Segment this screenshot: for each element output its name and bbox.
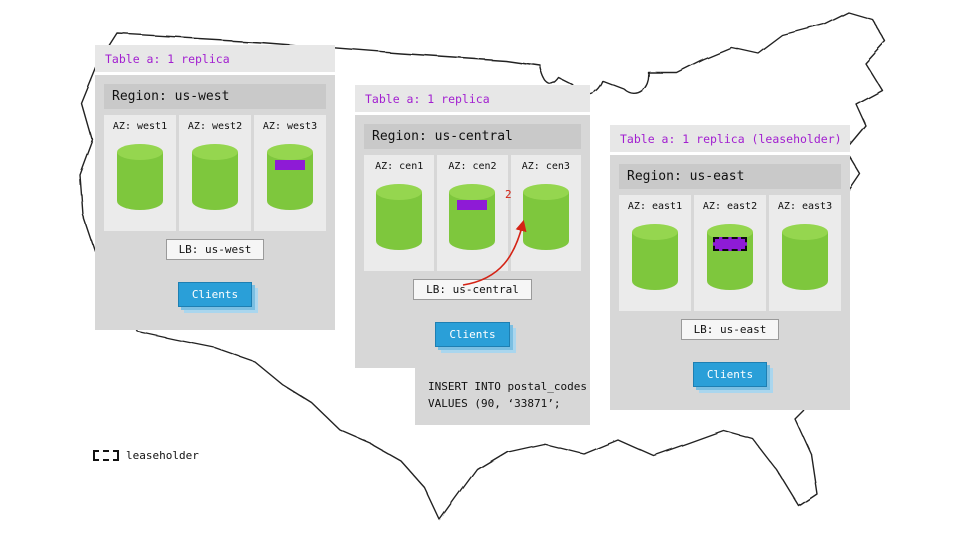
database-cylinder	[192, 144, 238, 210]
az-label: AZ: east3	[777, 201, 833, 212]
database-cylinder	[782, 224, 828, 290]
leaseholder-swatch-icon	[93, 450, 119, 461]
database-cylinder	[117, 144, 163, 210]
table-replica-header: Table a: 1 replica (leaseholder)	[610, 125, 850, 155]
az-box-east3: AZ: east3	[769, 195, 841, 311]
cylinder-body	[117, 152, 163, 210]
region-panel-us-central: Table a: 1 replica Region: us-central AZ…	[355, 85, 590, 368]
az-row: AZ: west1 AZ: west2 AZ: west3	[104, 115, 326, 231]
az-label: AZ: east2	[702, 201, 758, 212]
database-cylinder	[707, 224, 753, 290]
clients-button[interactable]: Clients	[692, 362, 768, 387]
cylinder-top	[117, 144, 163, 160]
replica-badge	[457, 200, 488, 210]
az-row: AZ: cen1 AZ: cen2 AZ: cen3	[364, 155, 581, 271]
database-cylinder	[522, 184, 569, 250]
az-label: AZ: west2	[187, 121, 243, 132]
az-label: AZ: west1	[112, 121, 168, 132]
cylinder-top	[782, 224, 828, 240]
az-box-east2: AZ: east2	[694, 195, 766, 311]
database-cylinder	[267, 144, 313, 210]
sql-statement-note: INSERT INTO postal_codes VALUES (90, ‘33…	[415, 368, 590, 425]
database-cylinder	[449, 184, 496, 250]
database-cylinder	[376, 184, 423, 250]
cylinder-top	[267, 144, 313, 160]
cylinder-top	[192, 144, 238, 160]
region-title: Region: us-east	[619, 164, 841, 189]
region-panel-us-west: Table a: 1 replica Region: us-west AZ: w…	[95, 45, 335, 330]
cylinder-body	[192, 152, 238, 210]
cylinder-body	[522, 192, 569, 250]
region-panel-us-east: Table a: 1 replica (leaseholder) Region:…	[610, 125, 850, 410]
az-row: AZ: east1 AZ: east2 AZ: east3	[619, 195, 841, 311]
cylinder-top	[376, 184, 423, 200]
az-label: AZ: cen1	[375, 161, 424, 172]
az-label: AZ: west3	[262, 121, 318, 132]
leaseholder-legend: leaseholder	[93, 449, 199, 462]
cylinder-body	[782, 232, 828, 290]
az-box-cen1: AZ: cen1	[364, 155, 435, 271]
cylinder-top	[449, 184, 496, 200]
clients-button[interactable]: Clients	[177, 282, 253, 307]
table-replica-label: Table a: 1 replica (leaseholder)	[620, 131, 842, 146]
az-box-cen3: AZ: cen3	[510, 155, 581, 271]
az-label: AZ: cen3	[521, 161, 570, 172]
az-box-west2: AZ: west2	[179, 115, 251, 231]
sql-line-2: VALUES (90, ‘33871’;	[428, 397, 561, 411]
az-box-east1: AZ: east1	[619, 195, 691, 311]
az-box-west3: AZ: west3	[254, 115, 326, 231]
az-label: AZ: cen2	[448, 161, 497, 172]
legend-label: leaseholder	[126, 449, 199, 462]
cylinder-body	[376, 192, 423, 250]
load-balancer-us-west: LB: us-west	[165, 239, 265, 260]
sql-line-1: INSERT INTO postal_codes	[428, 380, 587, 393]
table-replica-label: Table a: 1 replica	[105, 51, 230, 66]
clients-button[interactable]: Clients	[435, 322, 510, 347]
region-title: Region: us-west	[104, 84, 326, 109]
load-balancer-us-east: LB: us-east	[680, 319, 780, 340]
table-replica-header: Table a: 1 replica	[355, 85, 590, 115]
table-replica-label: Table a: 1 replica	[365, 91, 490, 106]
load-balancer-us-central: LB: us-central	[413, 279, 532, 300]
cylinder-top	[522, 184, 569, 200]
replica-badge	[275, 160, 305, 170]
database-cylinder	[632, 224, 678, 290]
az-box-west1: AZ: west1	[104, 115, 176, 231]
region-title: Region: us-central	[364, 124, 581, 149]
cylinder-top	[707, 224, 753, 240]
cylinder-top	[632, 224, 678, 240]
az-box-cen2: AZ: cen2	[437, 155, 508, 271]
az-label: AZ: east1	[627, 201, 683, 212]
cylinder-body	[632, 232, 678, 290]
table-replica-header: Table a: 1 replica	[95, 45, 335, 75]
leaseholder-replica-badge	[713, 237, 747, 251]
